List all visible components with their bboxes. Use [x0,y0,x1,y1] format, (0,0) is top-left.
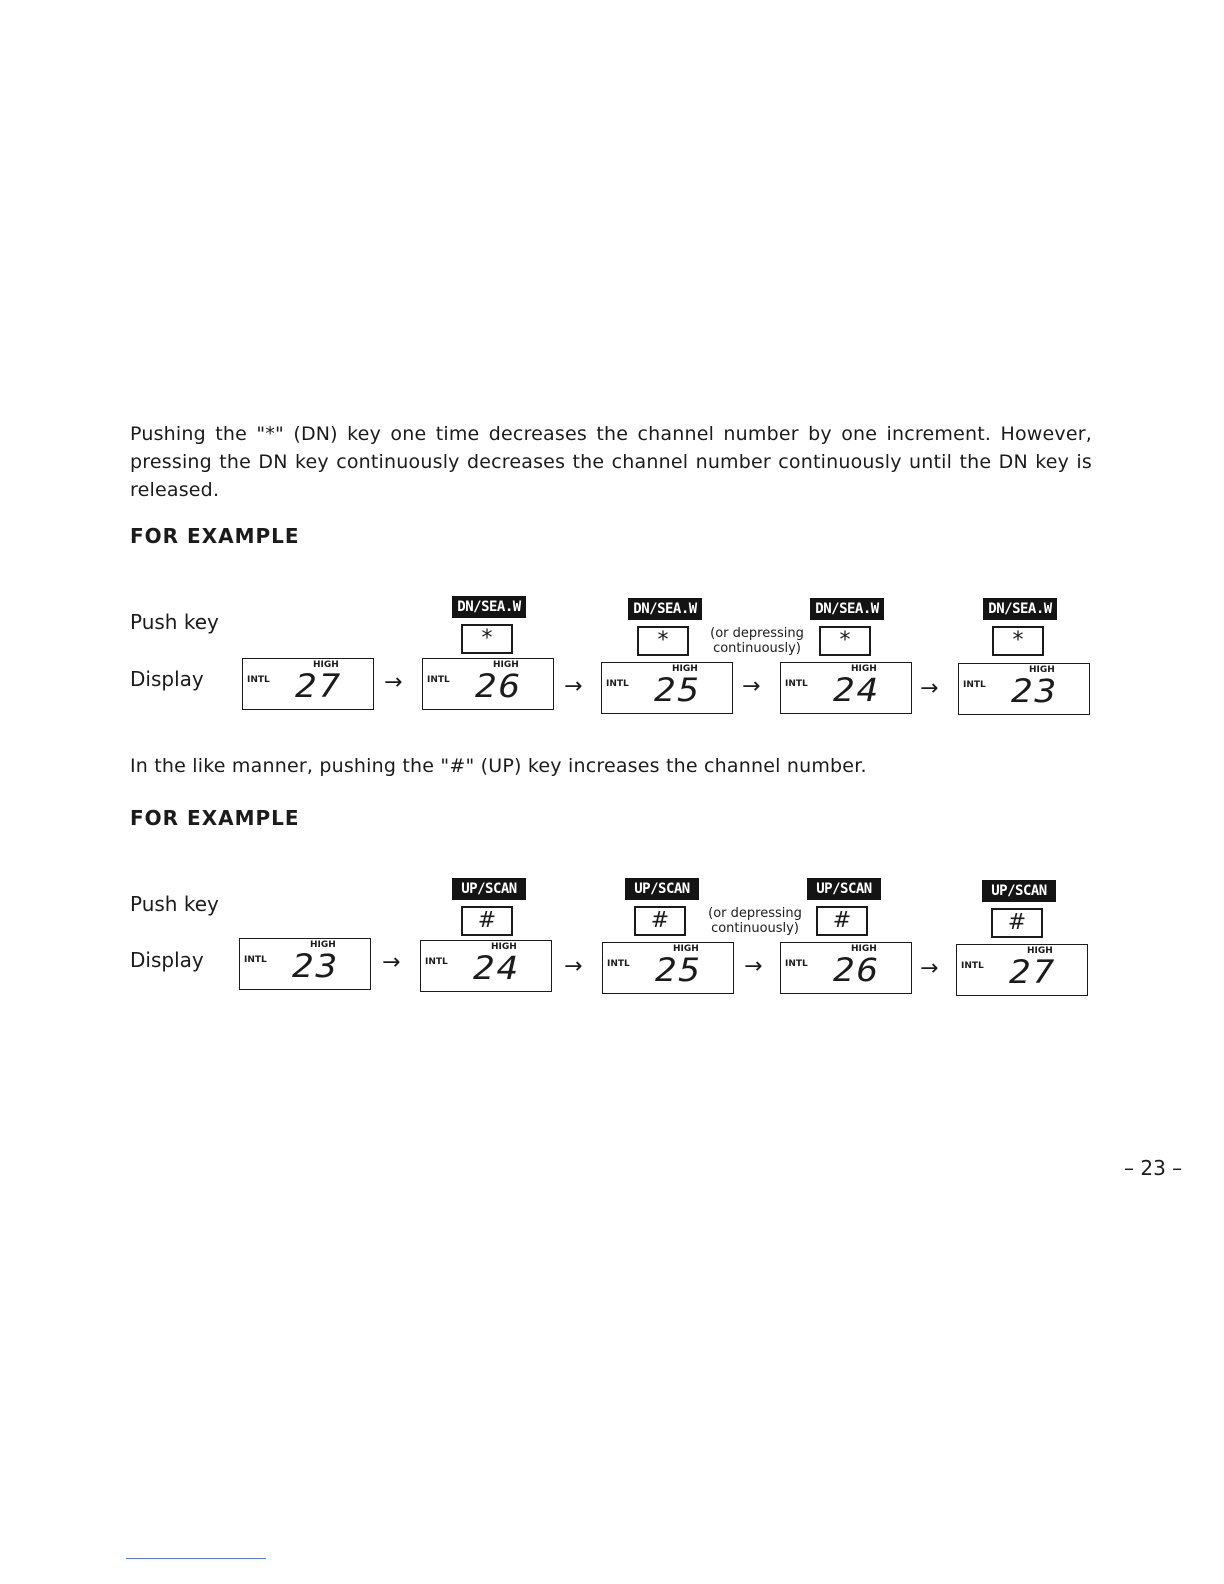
channel-number: 25 [654,672,702,709]
channel-number: 24 [833,672,881,709]
up-key-label: UP/SCAN [807,878,881,900]
push-key-label-2: Push key [130,892,219,916]
power-indicator: HIGH [493,660,519,670]
mode-indicator: INTL [961,961,984,971]
hash-key: # [991,908,1043,938]
mode-indicator: INTL [607,959,630,969]
channel-number: 23 [1011,673,1059,710]
channel-number: 23 [292,948,340,985]
channel-display: INTL HIGH 25 [601,662,733,714]
mode-indicator: INTL [963,680,986,690]
power-indicator: HIGH [672,664,698,674]
example-heading-2: FOR EXAMPLE [130,806,300,830]
channel-number: 27 [1009,954,1057,991]
arrow-icon: → [744,954,763,979]
dn-key-label: DN/SEA.W [983,598,1057,620]
channel-display: INTL HIGH 25 [602,942,734,994]
power-indicator: HIGH [851,664,877,674]
channel-display: INTL HIGH 24 [420,940,552,992]
mode-indicator: INTL [606,679,629,689]
star-key: * [461,624,513,654]
channel-display: INTL HIGH 27 [242,658,374,710]
mode-indicator: INTL [427,675,450,685]
star-key: * [637,626,689,656]
channel-number: 27 [295,668,343,705]
hash-key: # [461,906,513,936]
up-key-label: UP/SCAN [625,878,699,900]
arrow-icon: → [742,674,761,699]
hash-key: # [634,906,686,936]
up-key-label: UP/SCAN [452,878,526,900]
page-number: – 23 – [1124,1156,1183,1180]
continuous-note: (or depressing continuously) [708,906,802,936]
display-label-2: Display [130,948,204,972]
channel-number: 24 [473,950,521,987]
channel-display: INTL HIGH 24 [780,662,912,714]
dn-key-label: DN/SEA.W [628,598,702,620]
example-heading-1: FOR EXAMPLE [130,524,300,548]
power-indicator: HIGH [491,942,517,952]
dn-key-label: DN/SEA.W [810,598,884,620]
power-indicator: HIGH [310,940,336,950]
up-key-label: UP/SCAN [982,880,1056,902]
star-key: * [992,626,1044,656]
power-indicator: HIGH [851,944,877,954]
mode-indicator: INTL [785,679,808,689]
mode-indicator: INTL [785,959,808,969]
arrow-icon: → [920,956,939,981]
channel-number: 26 [475,668,523,705]
channel-display: INTL HIGH 23 [239,938,371,990]
power-indicator: HIGH [313,660,339,670]
up-paragraph: In the like manner, pushing the "#" (UP)… [130,755,867,777]
mode-indicator: INTL [425,957,448,967]
footer-rule [126,1558,266,1559]
push-key-label-1: Push key [130,610,219,634]
channel-display: INTL HIGH 23 [958,663,1090,715]
arrow-icon: → [564,954,583,979]
channel-number: 26 [833,952,881,989]
display-label-1: Display [130,667,204,691]
hash-key: # [816,906,868,936]
continuous-note: (or depressing continuously) [710,626,804,656]
power-indicator: HIGH [673,944,699,954]
dn-key-label: DN/SEA.W [452,596,526,618]
mode-indicator: INTL [244,955,267,965]
intro-paragraph: Pushing the "*" (DN) key one time decrea… [130,423,1092,501]
arrow-icon: → [564,674,583,699]
channel-display: INTL HIGH 26 [422,658,554,710]
channel-display: INTL HIGH 26 [780,942,912,994]
channel-display: INTL HIGH 27 [956,944,1088,996]
mode-indicator: INTL [247,675,270,685]
power-indicator: HIGH [1027,946,1053,956]
arrow-icon: → [920,676,939,701]
star-key: * [819,626,871,656]
arrow-icon: → [382,950,401,975]
channel-number: 25 [655,952,703,989]
power-indicator: HIGH [1029,665,1055,675]
arrow-icon: → [384,670,403,695]
